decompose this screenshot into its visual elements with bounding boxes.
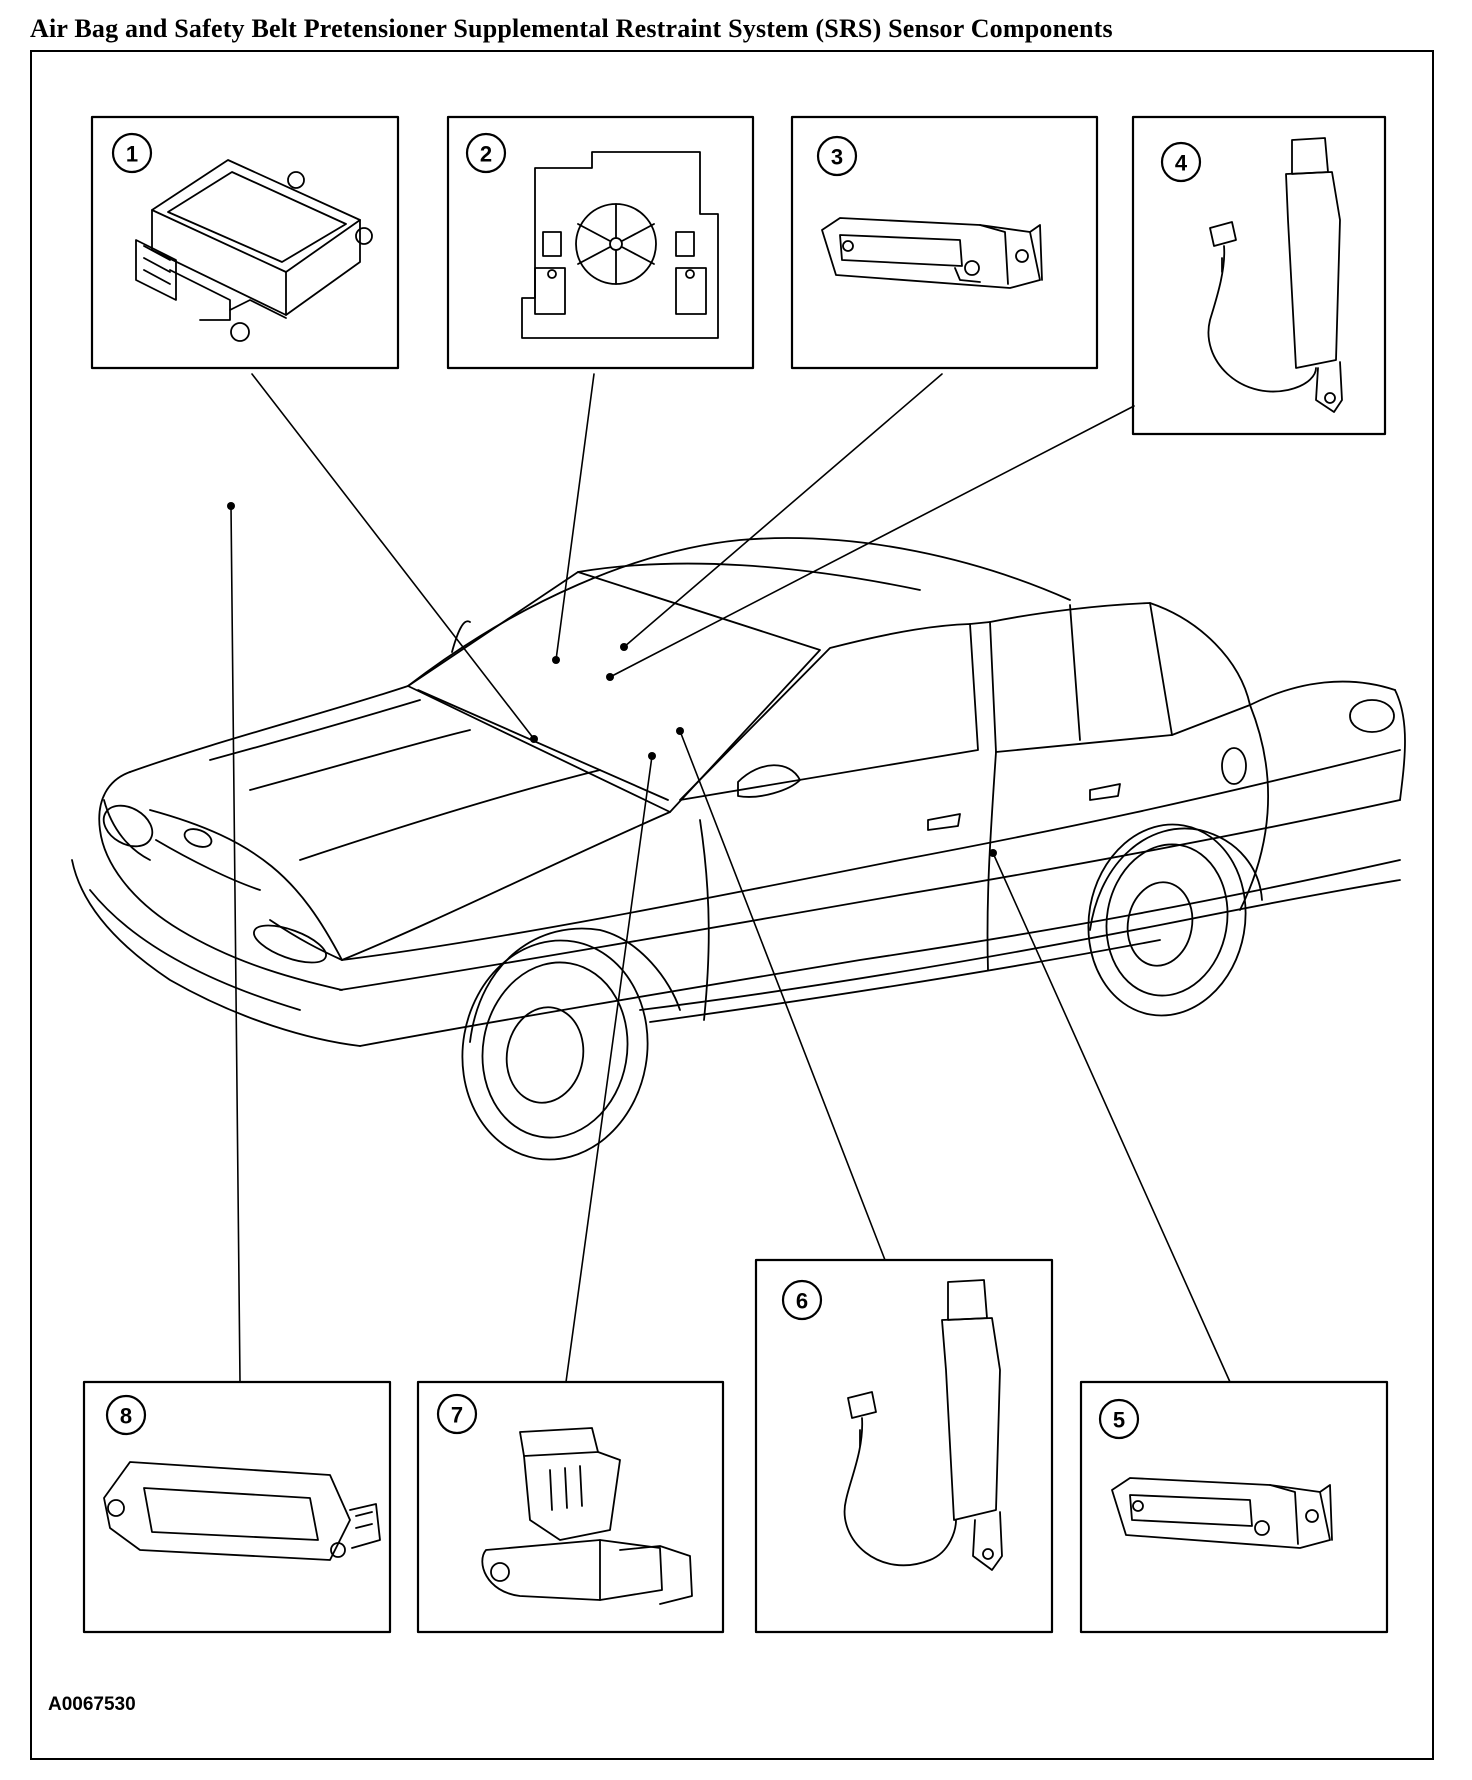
figure-code: A0067530 bbox=[48, 1694, 136, 1715]
leader-line-7 bbox=[565, 755, 653, 1383]
belt-buckle-drawing-4 bbox=[1207, 137, 1343, 413]
component-panel-8 bbox=[82, 1380, 392, 1634]
vehicle-illustration bbox=[71, 537, 1406, 1161]
component-panel-7 bbox=[416, 1380, 725, 1634]
diagram-frame bbox=[30, 50, 1434, 1760]
leader-lines bbox=[230, 373, 1231, 1383]
leader-dot-6 bbox=[676, 727, 684, 735]
side-impact-sensor-drawing-3 bbox=[821, 217, 1043, 289]
leader-dot-5 bbox=[989, 849, 997, 857]
callout-number-7: 7 bbox=[451, 1403, 463, 1428]
component-panel-2 bbox=[446, 115, 755, 370]
leader-line-1 bbox=[251, 373, 535, 740]
callout-number-1: 1 bbox=[126, 142, 138, 167]
callout-number-5: 5 bbox=[1113, 1408, 1125, 1433]
component-panel-6 bbox=[754, 1258, 1054, 1634]
callout-number-2: 2 bbox=[480, 142, 492, 167]
callout-circles bbox=[105, 132, 1202, 1440]
leader-line-3 bbox=[623, 373, 943, 648]
leader-line-6 bbox=[679, 730, 886, 1261]
callout-number-4: 4 bbox=[1175, 151, 1188, 176]
callout-number-8: 8 bbox=[120, 1404, 132, 1429]
belt-buckle-drawing-6 bbox=[843, 1279, 1003, 1571]
leader-line-8 bbox=[230, 505, 241, 1383]
leader-line-2 bbox=[555, 373, 595, 661]
side-impact-sensor-drawing-5 bbox=[1111, 1477, 1333, 1549]
component-panel-1 bbox=[90, 115, 400, 370]
front-sensor-drawing bbox=[103, 1461, 381, 1561]
callout-number-3: 3 bbox=[831, 145, 843, 170]
component-panel-5 bbox=[1079, 1380, 1389, 1634]
seat-position-sensor-drawing bbox=[481, 1427, 693, 1605]
control-module-drawing bbox=[135, 159, 373, 342]
leader-line-4 bbox=[609, 405, 1135, 678]
leader-dot-4 bbox=[606, 673, 614, 681]
leader-line-5 bbox=[992, 852, 1231, 1383]
leader-dot-8 bbox=[227, 502, 235, 510]
leader-dot-7 bbox=[648, 752, 656, 760]
page-title: Air Bag and Safety Belt Pretensioner Sup… bbox=[30, 14, 1113, 43]
leader-dots bbox=[227, 502, 997, 857]
leader-dot-3 bbox=[620, 643, 628, 651]
component-panel-3 bbox=[790, 115, 1099, 370]
occupant-sensor-drawing bbox=[521, 151, 719, 339]
leader-dot-2 bbox=[552, 656, 560, 664]
component-panel-4 bbox=[1131, 115, 1387, 436]
callout-number-6: 6 bbox=[796, 1289, 808, 1314]
